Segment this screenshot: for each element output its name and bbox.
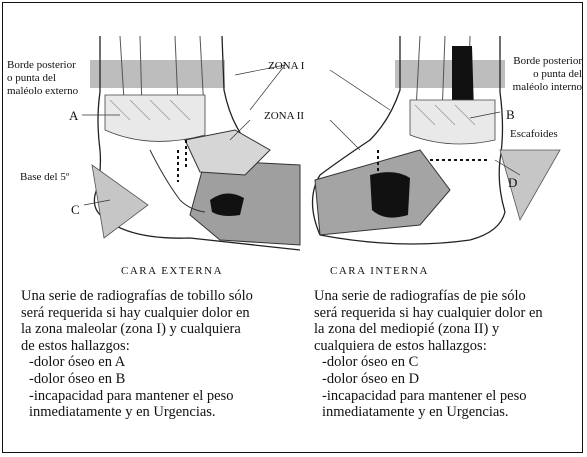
caption-cara-interna: CARA INTERNA (330, 265, 429, 277)
base-5-label: Base del 5º (20, 171, 69, 184)
left-description: Una serie de radiografías de tobillo sól… (21, 288, 253, 421)
zona-1-label: ZONA I (268, 60, 304, 73)
right-text-line: Una serie de radiografías de pie sólo (314, 288, 543, 305)
right-description: Una serie de radiografías de pie sólo se… (314, 288, 543, 421)
left-text-line: de estos hallazgos: (21, 338, 253, 355)
right-text-line: -dolor óseo en D (314, 371, 543, 388)
right-text-line: la zona del mediopié (zona II) y (314, 321, 543, 338)
caption-cara-externa: CARA EXTERNA (121, 265, 223, 277)
right-text-line: -incapacidad para mantener el peso (314, 388, 543, 405)
right-text-line: cualquiera de estos hallazgos: (314, 338, 543, 355)
point-a-label: A (69, 108, 78, 124)
left-text-line: la zona maleolar (zona I) y cualquiera (21, 321, 253, 338)
right-text-line: será requerida si hay cualquier dolor en (314, 305, 543, 322)
left-text-line: -incapacidad para mantener el peso (21, 388, 253, 405)
left-text-line: será requerida si hay cualquier dolor en (21, 305, 253, 322)
left-top-label: Borde posterior o punta del maléolo exte… (7, 59, 78, 98)
left-text-line: -dolor óseo en A (21, 354, 253, 371)
right-top-label: Borde posterior o punta del maléolo inte… (513, 55, 582, 94)
left-text-line: -dolor óseo en B (21, 371, 253, 388)
escafoides-label: Escafoides (510, 128, 558, 141)
point-c-label: C (71, 202, 80, 218)
left-text-line: inmediatamente y en Urgencias. (21, 404, 253, 421)
left-text-line: Una serie de radiografías de tobillo sól… (21, 288, 253, 305)
right-text-line: -dolor óseo en C (314, 354, 543, 371)
point-b-label: B (506, 107, 515, 123)
point-d-label: D (508, 175, 517, 191)
right-text-line: inmediatamente y en Urgencias. (314, 404, 543, 421)
zona-2-label: ZONA II (264, 110, 304, 123)
